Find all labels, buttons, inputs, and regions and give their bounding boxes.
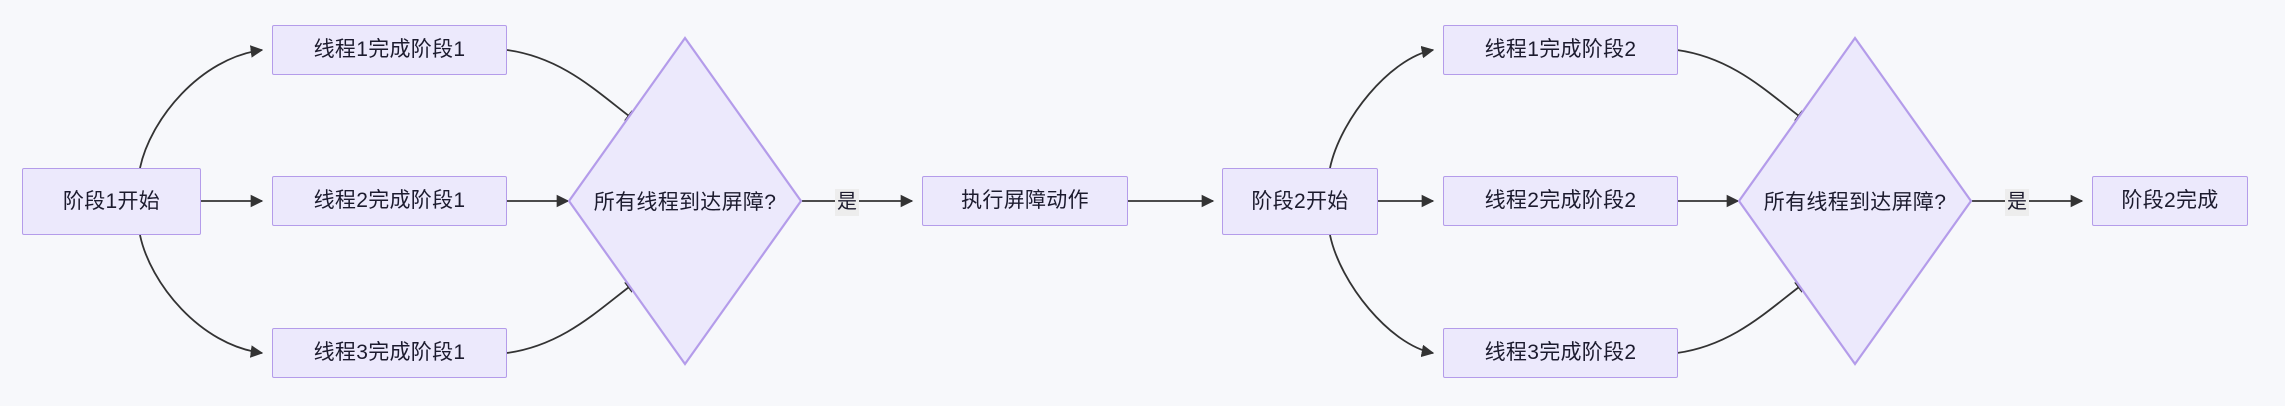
node-label: 阶段2完成 <box>2121 189 2219 213</box>
node-execute-barrier-action[interactable]: 执行屏障动作 <box>922 176 1128 226</box>
node-label: 阶段2开始 <box>1251 189 1349 213</box>
node-label: 线程1完成阶段1 <box>313 38 466 62</box>
node-thread1-phase1[interactable]: 线程1完成阶段1 <box>272 25 507 75</box>
node-label: 线程2完成阶段1 <box>313 189 466 213</box>
edge-label-yes-2: 是 <box>2005 189 2029 216</box>
node-phase2-complete[interactable]: 阶段2完成 <box>2092 176 2248 226</box>
node-phase2-start[interactable]: 阶段2开始 <box>1222 168 1378 235</box>
node-label: 线程1完成阶段2 <box>1484 38 1637 62</box>
node-thread3-phase1[interactable]: 线程3完成阶段1 <box>272 328 507 378</box>
node-label: 阶段1开始 <box>62 189 161 213</box>
node-label: 线程3完成阶段2 <box>1484 341 1637 365</box>
node-thread3-phase2[interactable]: 线程3完成阶段2 <box>1443 328 1678 378</box>
node-thread2-phase1[interactable]: 线程2完成阶段1 <box>272 176 507 226</box>
edge-n7-n8 <box>1329 45 1435 169</box>
node-label: 执行屏障动作 <box>961 189 1089 213</box>
node-phase1-start[interactable]: 阶段1开始 <box>22 168 201 235</box>
node-label: 线程3完成阶段1 <box>313 341 466 365</box>
node-thread1-phase2[interactable]: 线程1完成阶段2 <box>1443 25 1678 75</box>
edge-n1-n2 <box>139 45 264 169</box>
node-label: 所有线程到达屏障? <box>1763 191 1947 214</box>
edge-n1-n4 <box>139 234 264 358</box>
edge-n7-n10 <box>1329 234 1435 358</box>
node-barrier-check-1[interactable]: 所有线程到达屏障? <box>567 36 803 366</box>
node-label: 所有线程到达屏障? <box>593 191 777 214</box>
node-barrier-check-2[interactable]: 所有线程到达屏障? <box>1737 36 1973 366</box>
node-thread2-phase2[interactable]: 线程2完成阶段2 <box>1443 176 1678 226</box>
edge-label-yes-1: 是 <box>835 189 859 216</box>
node-label: 线程2完成阶段2 <box>1484 189 1637 213</box>
